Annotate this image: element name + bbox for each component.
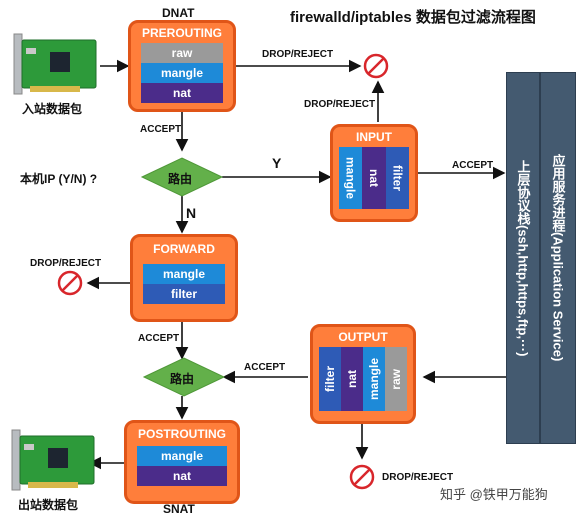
table-filter-label: filter — [390, 164, 405, 191]
table-filter: filter — [143, 284, 225, 304]
chain-input-title: INPUT — [356, 130, 392, 144]
table-nat: nat — [137, 466, 227, 486]
chain-postrouting-title: POSTROUTING — [137, 427, 226, 441]
accept-label-output: ACCEPT — [244, 362, 286, 373]
snat-label: SNAT — [163, 502, 195, 516]
incoming-label: 入站数据包 — [22, 102, 83, 116]
table-mangle-label: mangle — [343, 156, 358, 199]
nic-icon-outgoing — [11, 429, 95, 491]
drop-label-prerouting: DROP/REJECT — [262, 49, 334, 60]
routing-diamond-top — [140, 157, 224, 197]
chain-forward-title: FORWARD — [153, 242, 215, 256]
chain-output: OUTPUT filter nat mangle raw — [310, 324, 416, 424]
table-raw: raw — [385, 347, 407, 411]
chain-postrouting: POSTROUTING mangle nat — [124, 420, 240, 504]
table-nat: nat — [341, 347, 363, 411]
accept-label-input: ACCEPT — [452, 160, 494, 171]
protocol-stack-label: 上层协议栈(ssh,http,https,ftp,···) — [515, 159, 531, 357]
drop-icon-forward — [57, 270, 83, 296]
diagram-title: firewalld/iptables 数据包过滤流程图 — [290, 9, 536, 26]
table-mangle: mangle — [339, 147, 363, 209]
table-filter-label: filter — [323, 365, 337, 392]
yes-label: Y — [272, 155, 282, 171]
table-mangle: mangle — [137, 446, 227, 466]
table-mangle: mangle — [143, 264, 225, 284]
nic-icon-incoming — [13, 33, 97, 95]
table-filter: filter — [319, 347, 341, 411]
accept-label-forward: ACCEPT — [138, 333, 180, 344]
chain-input: INPUT mangle nat filter — [330, 124, 418, 222]
accept-label-prerouting: ACCEPT — [140, 124, 182, 135]
table-nat: nat — [362, 147, 386, 209]
chain-forward: FORWARD mangle filter — [130, 234, 238, 322]
drop-label-output: DROP/REJECT — [382, 472, 454, 483]
protocol-stack-panel: 上层协议栈(ssh,http,https,ftp,···) — [506, 72, 540, 444]
table-nat-label: nat — [345, 370, 359, 388]
dnat-label: DNAT — [162, 6, 195, 20]
table-nat: nat — [141, 83, 223, 103]
chain-output-title: OUTPUT — [338, 330, 388, 344]
decision-label: 本机IP (Y/N) ? — [20, 172, 98, 186]
routing-label-top: 路由 — [168, 172, 193, 186]
watermark: 知乎 @铁甲万能狗 — [440, 487, 548, 502]
drop-label-input: DROP/REJECT — [304, 99, 376, 110]
drop-icon-output — [349, 464, 375, 490]
routing-diamond-bottom — [142, 357, 226, 397]
outgoing-label: 出站数据包 — [18, 498, 79, 512]
table-filter: filter — [385, 147, 409, 209]
chain-prerouting: PREROUTING raw mangle nat — [128, 20, 236, 112]
chain-prerouting-title: PREROUTING — [141, 26, 222, 40]
table-nat-label: nat — [366, 169, 381, 187]
app-process-panel: 应用服务进程(Application Service) — [540, 72, 576, 444]
table-mangle-label: mangle — [367, 357, 381, 400]
table-mangle: mangle — [363, 347, 385, 411]
drop-label-forward: DROP/REJECT — [30, 258, 102, 269]
drop-icon-prerouting — [363, 53, 389, 79]
table-raw-label: raw — [389, 368, 403, 390]
routing-label-bottom: 路由 — [170, 372, 195, 386]
table-raw: raw — [141, 43, 223, 63]
app-process-label: 应用服务进程(Application Service) — [550, 154, 566, 362]
table-mangle: mangle — [141, 63, 223, 83]
no-label: N — [186, 205, 197, 221]
